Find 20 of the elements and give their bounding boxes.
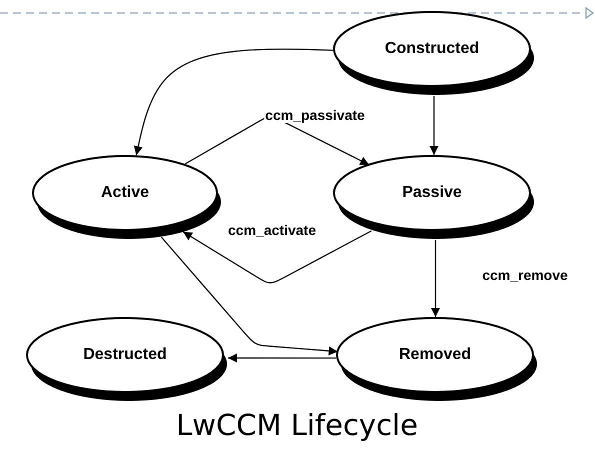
state-name: Passive <box>402 184 462 202</box>
arrow <box>431 240 440 317</box>
state-name: Constructed <box>384 40 480 58</box>
arrow <box>160 236 338 356</box>
arrow <box>182 230 372 284</box>
edge-label: ccm_passivate <box>264 107 366 123</box>
state-ellipse <box>335 316 539 403</box>
edge-label: ccm_activate <box>227 222 317 238</box>
state-name: Removed <box>398 346 472 364</box>
state-name: Destructed <box>83 346 167 364</box>
caption: LwCCM Lifecycle <box>176 408 418 442</box>
arrow <box>184 116 370 166</box>
state-ellipse <box>25 316 229 403</box>
state-ellipse <box>332 154 536 241</box>
state-ellipse <box>31 154 223 241</box>
state-ellipse <box>332 10 536 97</box>
arrow <box>430 96 438 155</box>
arrow <box>134 48 334 156</box>
arrow <box>228 354 336 363</box>
state-name: Active <box>100 184 150 202</box>
